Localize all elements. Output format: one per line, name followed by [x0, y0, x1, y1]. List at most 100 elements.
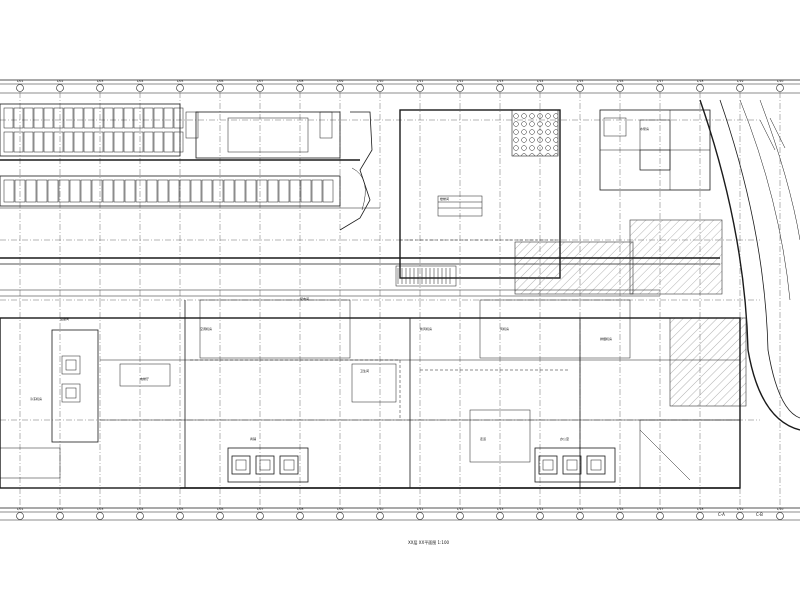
parking-stall — [25, 179, 37, 203]
top-axis-bubble — [336, 84, 344, 92]
top-axis-bubble — [736, 84, 744, 92]
room-tag: 电梯厅 — [140, 376, 149, 381]
top-axis-bubble — [576, 84, 584, 92]
top-axis-bubble — [56, 84, 64, 92]
parking-stall — [143, 107, 154, 129]
parking-stall — [13, 107, 24, 129]
parking-stall — [58, 179, 70, 203]
circulation-band — [0, 257, 720, 297]
top-axis-label: 1/02 — [57, 79, 64, 83]
bottom-axis-label: 1/19 — [737, 507, 744, 511]
parking-stall — [311, 179, 323, 203]
parking-stall — [168, 179, 180, 203]
bottom-axis-label: 1/18 — [697, 507, 704, 511]
parking-stall — [153, 107, 164, 129]
grid-axes — [0, 92, 781, 508]
parking-stall — [157, 179, 169, 203]
bottom-axis-label: 1/13 — [497, 507, 504, 511]
parking-stall — [124, 179, 136, 203]
parking-stall — [103, 107, 114, 129]
bottom-axis-bubble — [616, 512, 624, 520]
parking-stall — [245, 179, 257, 203]
parking-stall — [153, 131, 164, 153]
top-axis-label: 1/11 — [417, 79, 424, 83]
equipment-unit-core — [235, 459, 247, 471]
parking-stall — [143, 131, 154, 153]
equipment-unit — [255, 455, 275, 475]
axis-label-c-a: C-A — [718, 512, 725, 517]
parking-stall — [80, 179, 92, 203]
top-axis-bubble — [376, 84, 384, 92]
equipment-unit — [586, 455, 606, 475]
top-axis-bubble — [96, 84, 104, 92]
bottom-axis-bubble — [16, 512, 24, 520]
top-axis-label: 1/15 — [577, 79, 584, 83]
parking-zone — [0, 103, 380, 209]
parking-stall — [69, 179, 81, 203]
top-axis-label: 1/14 — [537, 79, 544, 83]
bottom-axis-bubble — [136, 512, 144, 520]
mid-floor-rooms — [0, 299, 741, 489]
parking-stall — [47, 179, 59, 203]
top-axis-label: 1/19 — [737, 79, 744, 83]
bottom-axis-bubble — [56, 512, 64, 520]
top-axis-label: 1/04 — [137, 79, 144, 83]
top-axis-label: 1/18 — [697, 79, 704, 83]
bottom-axis-bubble — [216, 512, 224, 520]
top-axis-label: 1/16 — [617, 79, 624, 83]
parking-stall — [14, 179, 26, 203]
parking-stall — [33, 107, 44, 129]
parking-stall — [53, 131, 64, 153]
parking-stall — [43, 131, 54, 153]
parking-stall — [91, 179, 103, 203]
top-axis-label: 1/09 — [337, 79, 344, 83]
top-axis-label: 1/01 — [17, 79, 24, 83]
top-axis-label: 1/17 — [657, 79, 664, 83]
parking-stall — [223, 179, 235, 203]
drawing-caption: XX层 XX平面图 1:100 — [408, 539, 449, 545]
bottom-axis-bubble — [456, 512, 464, 520]
equipment-unit-core — [590, 459, 602, 471]
room-tag: 商铺 — [250, 436, 256, 441]
top-axis-bubble — [216, 84, 224, 92]
top-axis-label: 1/03 — [97, 79, 104, 83]
top-axis-label: 1/10 — [377, 79, 384, 83]
parking-stall — [43, 107, 54, 129]
equipment-unit-core — [283, 459, 295, 471]
parking-stall — [103, 131, 114, 153]
parking-stall — [3, 131, 14, 153]
bottom-axis-label: 1/07 — [257, 507, 264, 511]
parking-stall — [179, 179, 191, 203]
top-axis-bubble — [256, 84, 264, 92]
top-axis-bubble — [496, 84, 504, 92]
bottom-axis-label: 1/04 — [137, 507, 144, 511]
top-axis-bubble — [136, 84, 144, 92]
bottom-axis-bubble — [176, 512, 184, 520]
room-tag: 冷冻机房 — [30, 396, 42, 401]
bottom-axis-label: 1/20 — [777, 507, 784, 511]
parking-stall — [63, 131, 74, 153]
parking-stall — [83, 107, 94, 129]
room-tags: 设备间空调机房配电间新风机房风机房排烟机房水泵房楼梯间电梯厅卫生间走道商铺办公室… — [30, 126, 649, 441]
curved-facade — [699, 99, 800, 431]
parking-stall — [123, 131, 134, 153]
parking-stall — [63, 107, 74, 129]
parking-stall — [163, 131, 174, 153]
top-axis-label: 1/05 — [177, 79, 184, 83]
parking-stall — [234, 179, 246, 203]
room-tag: 办公室 — [560, 436, 569, 441]
top-axis-bubble — [696, 84, 704, 92]
top-axis-bubble — [616, 84, 624, 92]
bottom-axis-bubble — [576, 512, 584, 520]
parking-stall — [3, 179, 15, 203]
courtyard-block — [185, 111, 373, 231]
room-tag: 新风机房 — [420, 326, 432, 331]
equipment-unit-core — [542, 459, 554, 471]
equipment-unit — [231, 455, 251, 475]
parking-stall — [93, 107, 104, 129]
parking-stall — [13, 131, 24, 153]
parking-stall — [173, 131, 184, 153]
equipment-unit-core — [566, 459, 578, 471]
